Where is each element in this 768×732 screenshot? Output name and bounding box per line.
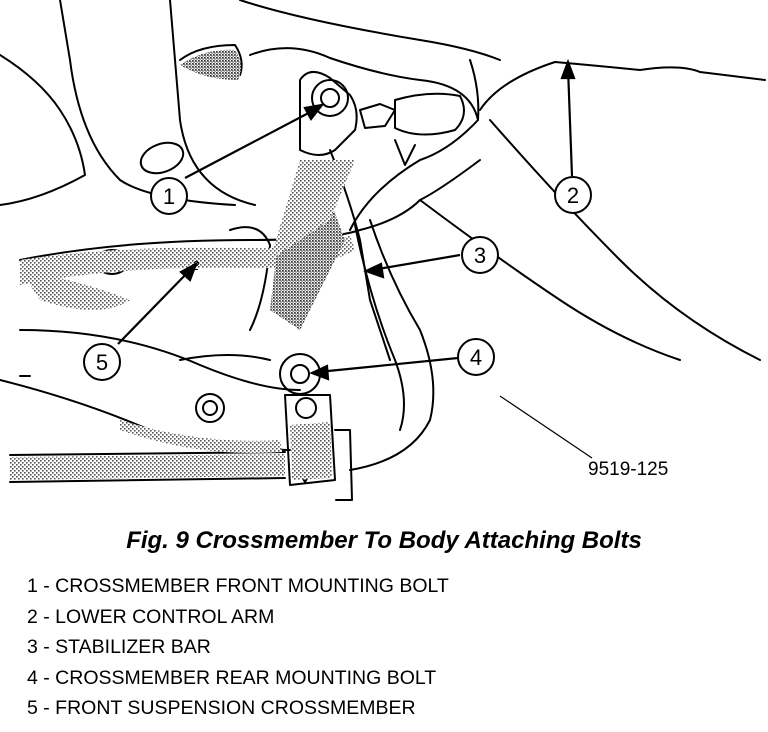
inner-fender-lip [179, 44, 243, 76]
leader-5 [117, 267, 193, 345]
callout-labels: 1 2 3 4 5 [96, 183, 579, 375]
crossmember-channel-shade-2 [270, 160, 355, 260]
legend-item: 4 - CROSSMEMBER REAR MOUNTING BOLT [27, 666, 437, 689]
callout-label-4: 4 [470, 345, 482, 370]
callout-circle-5 [83, 343, 121, 381]
fender-left-lip [469, 59, 480, 121]
leader-4 [317, 356, 459, 374]
callout-label-3: 3 [474, 243, 486, 268]
crossmember-shade-left [20, 270, 130, 310]
callout-circle-2 [554, 176, 592, 214]
callout-label-5: 5 [96, 350, 108, 375]
link-clip [394, 139, 416, 166]
callout-label-1: 1 [163, 184, 175, 209]
legend-item: 1 - CROSSMEMBER FRONT MOUNTING BOLT [27, 575, 449, 597]
callout-leaders [117, 58, 593, 459]
body-contour-right [489, 119, 761, 361]
bushing-clamp [284, 394, 336, 486]
callout-circle-1 [150, 177, 188, 215]
crossmember-diagram: 1 2 3 4 5 2 9519-125 [0, 0, 766, 501]
stabilizer-bar-tube-bottom [9, 477, 286, 483]
mounting-bracket [299, 71, 358, 156]
arrowhead-5 [179, 261, 199, 282]
leader-3 [371, 253, 461, 272]
body-panel-outline [59, 0, 236, 206]
crossmember-shade-top [20, 235, 355, 285]
fender-right-top [699, 71, 766, 81]
lower-arm-shade [120, 420, 282, 454]
lower-bolt-head [202, 400, 218, 416]
front-bolt-boss [311, 79, 349, 117]
bushing-clamp-right [334, 429, 353, 501]
line-drawing [0, 0, 766, 501]
crossmember-outline [249, 47, 479, 231]
body-panel-outline-inner [169, 0, 256, 206]
legend-list: 1 - CROSSMEMBER FRONT MOUNTING BOLT 2 - … [27, 571, 449, 724]
lower-bolt-boss [195, 393, 225, 423]
reference-leader [499, 395, 593, 459]
arm-lower-curve [0, 379, 291, 451]
callout-circles [83, 176, 592, 381]
stabilizer-bar-upper [349, 219, 435, 471]
bushing-shade [290, 422, 332, 480]
leader-1 [184, 107, 319, 179]
arrowhead-3 [363, 262, 385, 279]
legend-item: 2 - LOWER CONTROL ARM [27, 605, 275, 628]
arrowhead-1 [303, 103, 325, 121]
bushing-bolt-head [295, 397, 317, 419]
handwritten-mark: 2 [191, 258, 200, 273]
shading [10, 49, 355, 480]
upper-body-edge [0, 54, 86, 206]
legend-item: 3 - STABILIZER BAR [27, 636, 211, 658]
crossmember-oval-upper [139, 141, 185, 175]
figure-caption: Fig. 9 Crossmember To Body Attaching Bol… [126, 527, 642, 554]
crossmember-slot-2 [179, 354, 271, 361]
stabilizer-bar-mid [329, 149, 391, 361]
link-bolt [359, 103, 396, 129]
fender-shade [180, 49, 241, 80]
lower-control-arm-lower [19, 329, 301, 391]
body-contour-left [419, 199, 681, 361]
leader-2 [566, 67, 574, 177]
stabilizer-bar-tube-shade [10, 454, 285, 480]
rear-bolt-head [290, 364, 310, 384]
legend-item: 5 - FRONT SUSPENSION CROSSMEMBER [27, 697, 416, 719]
callout-circle-3 [461, 236, 499, 274]
arrowhead-2 [560, 58, 576, 80]
arrowhead-4 [309, 364, 330, 381]
fender-top-right [479, 61, 701, 111]
lower-control-arm-outline [19, 159, 481, 261]
crossmember-slot [229, 226, 271, 331]
link-bushing [394, 92, 465, 136]
callout-circle-4 [457, 338, 495, 376]
callout-label-2: 2 [567, 183, 579, 208]
hood-edge [239, 0, 501, 61]
figure-reference-id: 9519-125 [588, 459, 668, 480]
front-bolt-head [320, 88, 340, 108]
